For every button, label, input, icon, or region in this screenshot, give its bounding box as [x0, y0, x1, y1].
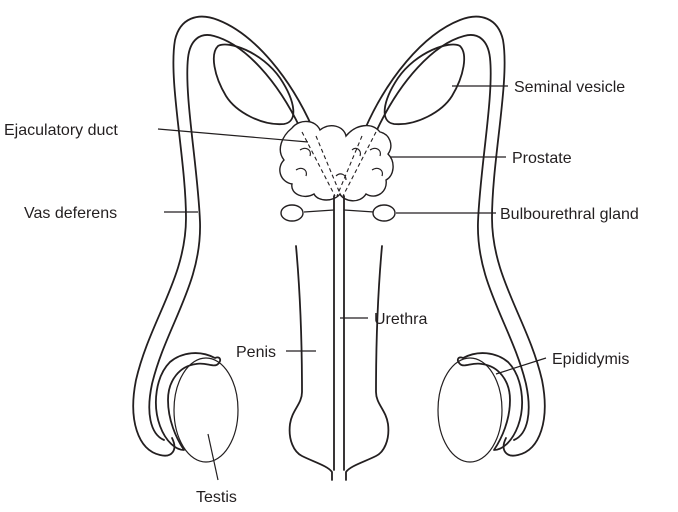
right-testis: [438, 358, 502, 462]
label-urethra: Urethra: [374, 311, 427, 328]
left-testis: [174, 358, 238, 462]
label-penis: Penis: [236, 344, 276, 361]
label-testis: Testis: [196, 489, 237, 506]
label-bulbourethral-gland: Bulbourethral gland: [500, 206, 639, 223]
label-seminal-vesicle: Seminal vesicle: [514, 79, 625, 96]
urethra: [334, 196, 344, 470]
right-epididymis: [458, 353, 522, 450]
left-seminal-vesicle: [214, 44, 294, 124]
right-seminal-vesicle: [385, 44, 465, 124]
penis: [290, 246, 389, 480]
bulbourethral-glands: [281, 205, 395, 221]
label-ejaculatory-duct: Ejaculatory duct: [4, 122, 118, 139]
label-epididymis: Epididymis: [552, 351, 629, 368]
left-vas-deferens: [133, 17, 316, 456]
label-vas-deferens: Vas deferens: [24, 205, 117, 222]
prostate: [280, 121, 393, 200]
label-prostate: Prostate: [512, 150, 572, 167]
leader-testis: [208, 434, 218, 480]
